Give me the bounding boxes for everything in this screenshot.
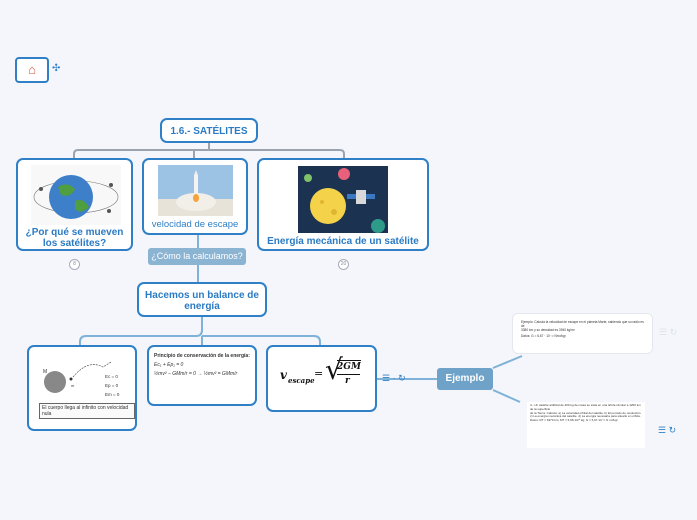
formula-denominator: r — [345, 376, 350, 386]
notes-icon: ☰ — [382, 373, 391, 383]
note-1-icons[interactable]: ☰ ↻ — [659, 327, 678, 337]
branch-why[interactable]: ¿Por qué se mueven los satélites? — [16, 158, 133, 251]
mass-M-label: M — [43, 369, 47, 375]
formula-card[interactable]: v escape = √ 2GM r — [266, 345, 377, 412]
branch-why-badge[interactable]: 8 — [69, 259, 80, 270]
formula-equals: = — [314, 367, 324, 380]
share-icon[interactable]: ✣ — [52, 63, 61, 74]
rocket-launch-image — [158, 165, 233, 216]
formula-bar — [337, 374, 360, 375]
formula-root-sign: √ — [325, 353, 343, 386]
escape-velocity-formula: v escape = √ 2GM r — [278, 353, 366, 398]
earth-orbit-image — [31, 165, 121, 225]
branch-escape-label: velocidad de escape — [151, 219, 239, 230]
example-note-1-line1: Ejemplo: Calcula la velocidad de escape … — [521, 320, 644, 328]
principle-eq1: Ec₁ + Ep₁ = 0 — [154, 362, 184, 368]
example-note-1-line3: Datos: G = 6,67 · 10⁻¹¹ Nm²/kg² — [521, 334, 566, 338]
example-note-2-line4: Datos: RT = 6370 km; MT = 5,98·10²⁴ kg; … — [530, 418, 618, 423]
space-illustration-image — [298, 166, 388, 233]
principle-eq2: ½mv² − GMm/r = 0 → ½mv² = GMm/r — [154, 371, 238, 377]
formula-v: v — [280, 368, 287, 382]
link-icon: ↻ — [398, 373, 406, 383]
branch-energy[interactable]: Energía mecánica de un satélite — [257, 158, 429, 251]
balance-node[interactable]: Hacemos un balance de energía — [137, 282, 267, 317]
balance-title: Hacemos un balance de energía — [145, 290, 259, 312]
em-zero-label: Em = 0 — [105, 392, 120, 397]
root-title: 1.6.- SATÉLITES — [170, 126, 248, 137]
formula-note-icons[interactable]: ☰ · ↻ — [382, 373, 406, 383]
branch-why-title: ¿Por qué se mueven los satélites? — [25, 227, 124, 249]
example-node[interactable]: Ejemplo — [437, 368, 493, 390]
principle-title: Principio de conservación de la energía: — [154, 353, 250, 359]
ep-zero-label: Ep = 0 — [105, 383, 119, 388]
home-button[interactable]: ⌂ — [15, 57, 49, 83]
example-note-2-line2: de la Tierra. Calcula: a) La velocidad o… — [530, 410, 642, 415]
example-note-1[interactable]: Ejemplo: Calcula la velocidad de escape … — [512, 313, 653, 354]
diagram-caption: El cuerpo llega al infinito con velocida… — [39, 403, 135, 419]
link-icon: ↻ — [668, 425, 677, 435]
energy-diagram-card[interactable]: M m Ec = 0 Ep = 0 Em = 0 El cuerpo llega… — [27, 345, 137, 431]
mass-m-label: m — [71, 383, 75, 388]
formula-numerator: 2GM — [337, 360, 361, 372]
branch-energy-title: Energía mecánica de un satélite — [267, 236, 419, 247]
notes-icon: ☰ — [658, 425, 667, 435]
branch-energy-badge[interactable]: 20 — [338, 259, 349, 270]
question-node[interactable]: ¿Cómo la calculamos? — [148, 248, 246, 265]
example-note-2-line3: c) La energía mecánica del satélite. d) … — [530, 414, 641, 419]
ec-zero-label: Ec = 0 — [105, 374, 118, 379]
home-icon: ⌂ — [28, 62, 36, 77]
principle-card[interactable]: Principio de conservación de la energía:… — [147, 345, 257, 406]
example-note-1-line2: 3380 km y su densidad es 3940 kg/m³ — [521, 328, 575, 332]
example-note-2[interactable]: 4.- Un satélite artificial de 400 kg de … — [527, 402, 645, 448]
note-2-icons[interactable]: ☰ ↻ — [658, 425, 676, 436]
example-note-2-line1: 4.- Un satélite artificial de 400 kg de … — [530, 403, 641, 411]
formula-sub: escape — [288, 376, 315, 385]
branch-escape[interactable]: velocidad de escape — [142, 158, 248, 235]
root-node[interactable]: 1.6.- SATÉLITES — [160, 118, 258, 143]
energy-diagram-image: M m Ec = 0 Ep = 0 Em = 0 — [43, 361, 120, 397]
